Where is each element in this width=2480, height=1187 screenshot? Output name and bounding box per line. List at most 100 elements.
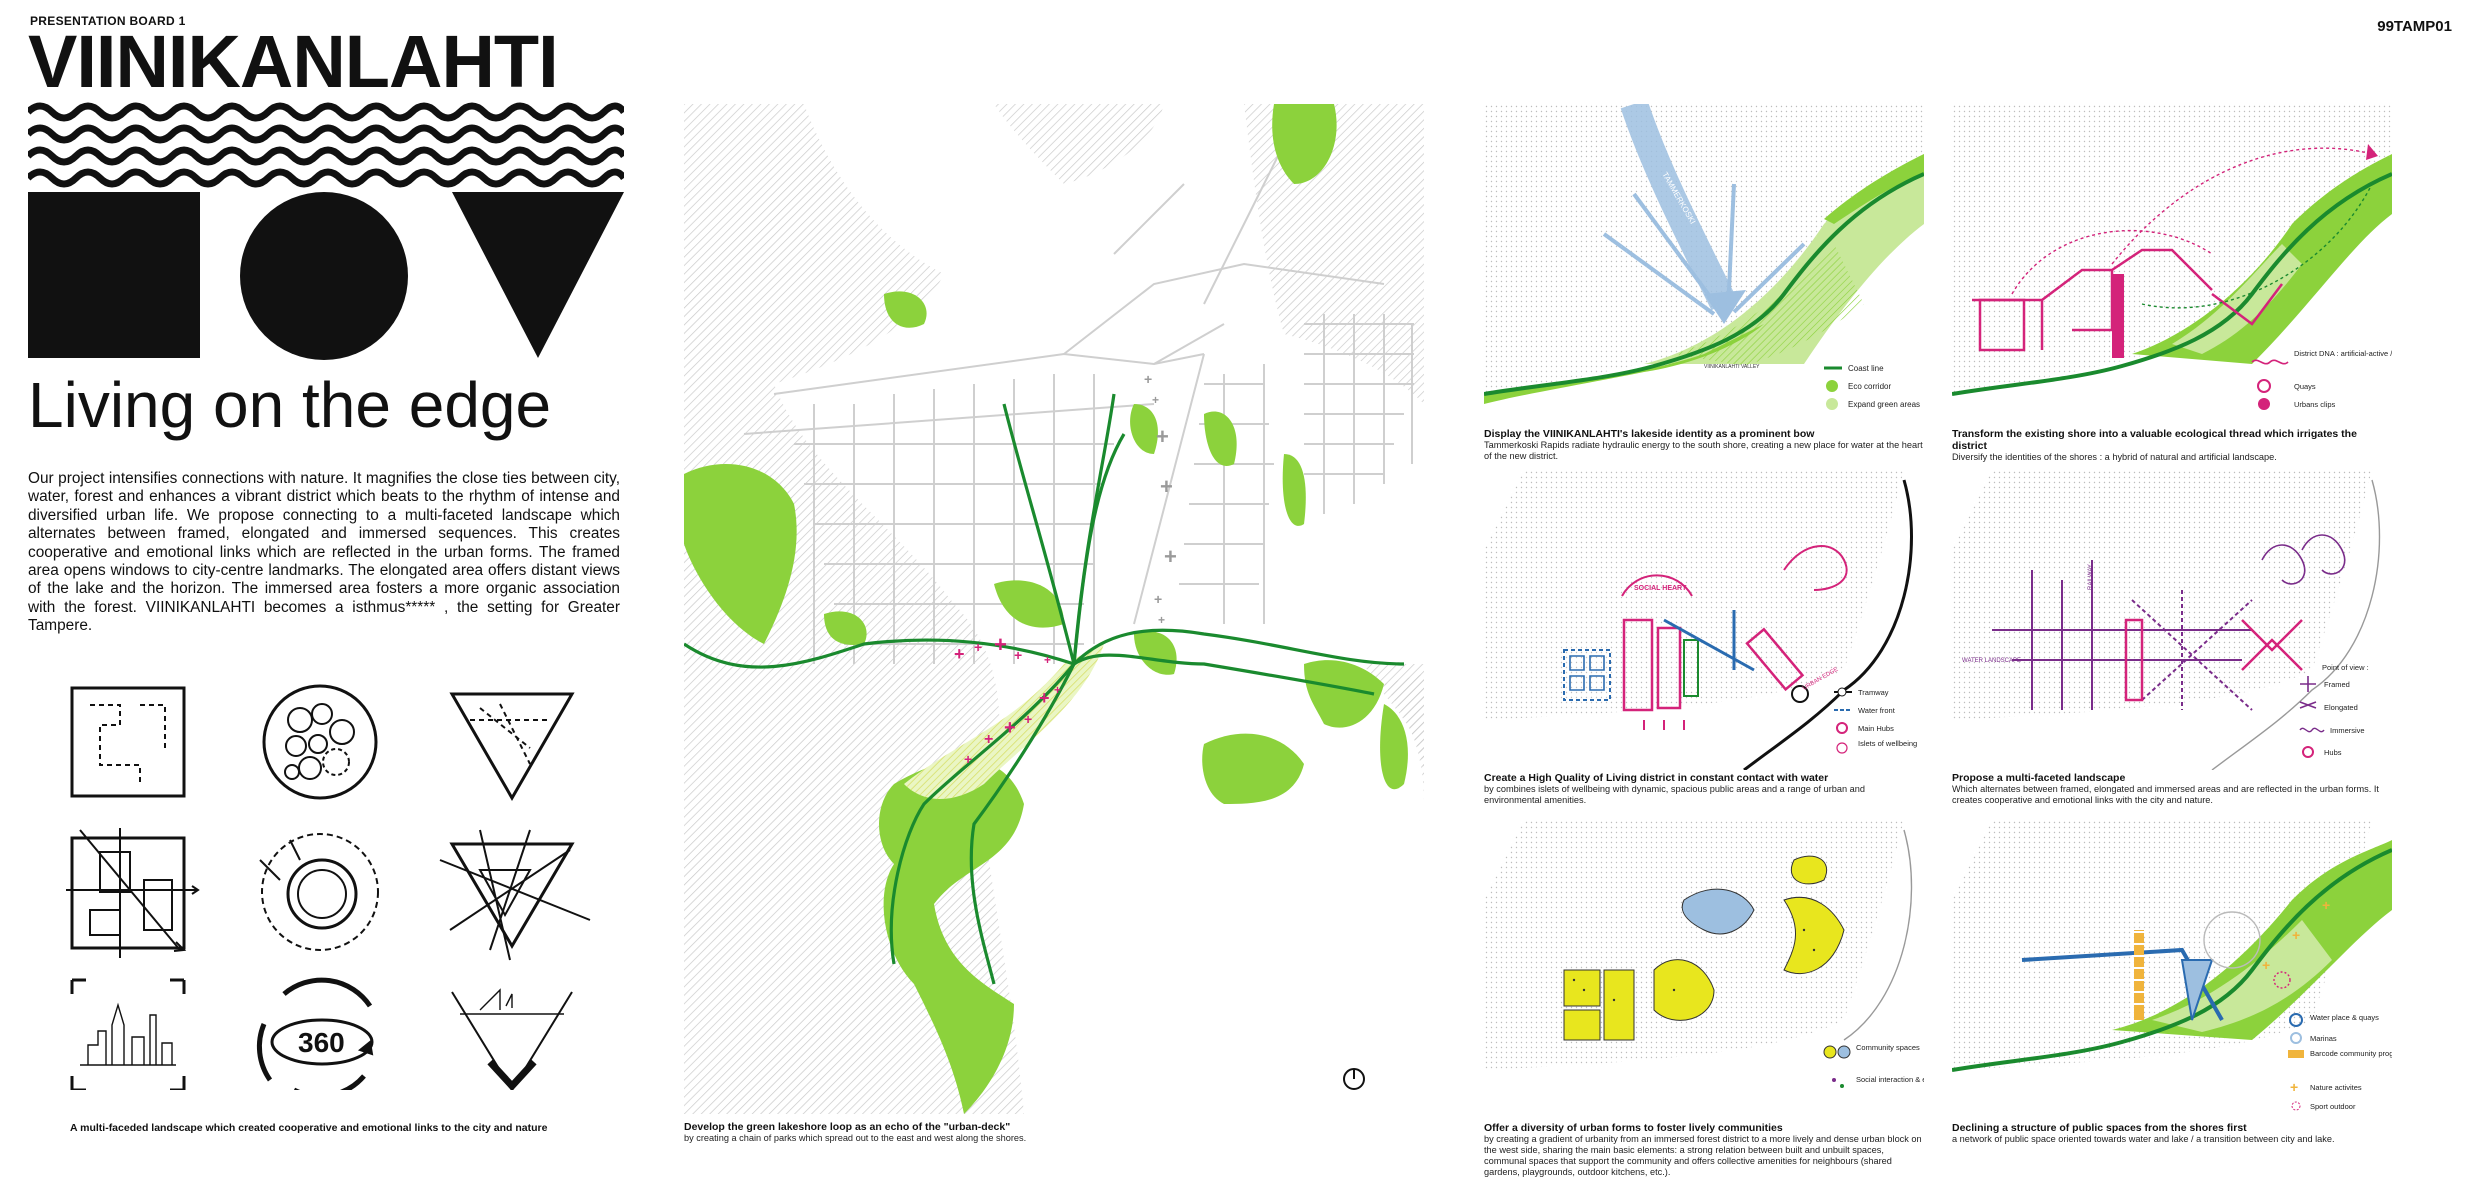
svg-text:+: +: [2290, 1079, 2298, 1095]
panel-3-caption: Create a High Quality of Living district…: [1484, 772, 1924, 806]
p4-title: Propose a multi-faceted landscape: [1952, 772, 2126, 784]
p2-text: Diversify the identities of the shores :…: [1952, 452, 2277, 462]
p6-legend-1: Water place & quays: [2310, 1013, 2379, 1022]
svg-text:+: +: [1014, 647, 1022, 663]
icon-360-label: 360: [298, 1027, 345, 1058]
panel-2-diagram: District DNA : artificial-active / natur…: [1952, 104, 2392, 410]
p3-map-label-1: SOCIAL HEART: [1634, 585, 1687, 592]
p4-text: Which alternates between framed, elongat…: [1952, 784, 2379, 805]
p1-text: Tammerkoski Rapids radiate hydraulic ene…: [1484, 440, 1923, 461]
panel-4-caption: Propose a multi-faceted landscape Which …: [1952, 772, 2392, 806]
p6-legend: Water place & quays Marinas Barcode comm…: [2288, 1013, 2392, 1111]
wave-line: [28, 124, 624, 144]
master-map: ++ ++ + ++ ++ ++ ++ ++ ++ +: [684, 104, 1424, 1114]
p4-legend: Point of view : Framed Elongated Immersi…: [2299, 663, 2369, 758]
svg-text:+: +: [1054, 683, 1061, 697]
p1-legend-3: Expand green areas: [1848, 400, 1920, 409]
p1-legend-1: Coast line: [1848, 364, 1884, 373]
elongated-arrows-icon: [439, 829, 591, 961]
p4-legend-title: Point of view :: [2322, 663, 2369, 672]
panel-2-caption: Transform the existing shore into a valu…: [1952, 428, 2392, 463]
p5-legend: Community spaces Social interaction & ec…: [1823, 1043, 1924, 1088]
svg-text:+: +: [1156, 424, 1169, 449]
p3-legend-2: Water front: [1858, 706, 1896, 715]
rotation-360-icon: [256, 977, 374, 1090]
map-caption-text: by creating a chain of parks which sprea…: [684, 1133, 1027, 1143]
board-code: 99TAMP01: [2377, 18, 2452, 35]
p4-legend-4: Hubs: [2324, 748, 2342, 757]
logo-graphic: [28, 102, 624, 360]
map-caption-title: Develop the green lakeshore loop as an e…: [684, 1121, 1011, 1133]
svg-text:+: +: [994, 632, 1007, 657]
p4-legend-2: Elongated: [2324, 703, 2358, 712]
p6-legend-4: Nature activites: [2310, 1083, 2362, 1092]
wave-line: [28, 102, 624, 122]
p5-legend-2: Social interaction & ecological value: [1856, 1075, 1924, 1084]
p2-legend-2: Quays: [2294, 382, 2316, 391]
grey-plus-markers: ++ ++ ++ +: [1144, 371, 1177, 627]
intro-text: Our project intensifies connections with…: [28, 470, 620, 635]
p4-map-label-1: WATER LANDSCAPE: [1962, 658, 2021, 664]
p3-text: by combines islets of wellbeing with dyn…: [1484, 784, 1865, 805]
immersed-circle-icon: [262, 684, 378, 800]
p2-legend: District DNA : artificial-active / natur…: [2251, 349, 2392, 410]
tagline: Living on the edge: [28, 369, 552, 441]
map-caption: Develop the green lakeshore loop as an e…: [684, 1121, 1404, 1144]
p1-title: Display the VIINIKANLAHTI's lakeside ide…: [1484, 428, 1815, 440]
p4-legend-1: Framed: [2324, 680, 2350, 689]
plus-markers: ++ ++ + ++ ++ ++: [954, 632, 1061, 767]
square-shape: [28, 192, 200, 358]
icons-caption: A multi-faceded landscape which created …: [70, 1122, 548, 1134]
svg-text:+: +: [984, 731, 993, 748]
green-loop: [684, 393, 1405, 985]
p3-legend: Tramway Water front Main Hubs Islets of …: [1834, 687, 1917, 754]
elongated-triangle-icon: [449, 692, 575, 802]
svg-text:+: +: [1158, 613, 1165, 627]
svg-text:+: +: [954, 644, 965, 664]
p1-legend-2: Eco corridor: [1848, 382, 1891, 391]
svg-text:+: +: [1039, 688, 1050, 708]
panel-4-diagram: WATER LANDSCAPE RAILWAY Point of view : …: [1952, 470, 2381, 770]
p1-shore-label: VIINIKANLAHTI VALLEY: [1704, 364, 1760, 370]
wave-line: [28, 168, 624, 188]
svg-text:+: +: [2322, 897, 2330, 913]
p3-legend-1: Tramway: [1858, 688, 1889, 697]
circle-shape: [240, 192, 408, 360]
p5-dots: [1572, 928, 1816, 1002]
svg-text:+: +: [1144, 371, 1152, 387]
wave-line: [28, 146, 624, 166]
p5-text: by creating a gradient of urbanity from …: [1484, 1134, 1922, 1177]
p5-legend-1: Community spaces: [1856, 1043, 1920, 1052]
elongated-boat-icon: [451, 988, 573, 1090]
svg-text:+: +: [1024, 711, 1032, 727]
svg-text:+: +: [1004, 717, 1016, 739]
triangle-shape: [452, 192, 624, 358]
north-arrow-icon: [1343, 1068, 1365, 1090]
p5-title: Offer a diversity of urban forms to fost…: [1484, 1122, 1783, 1134]
p6-text: a network of public space oriented towar…: [1952, 1134, 2335, 1144]
svg-text:+: +: [1044, 653, 1051, 667]
p4-map-label-2: RAILWAY: [2088, 564, 2094, 590]
panel-3-diagram: SOCIAL HEART URBAN EDGE Tramway Water fr…: [1484, 470, 1917, 770]
framed-skyline-icon: [70, 978, 186, 1090]
svg-text:+: +: [1164, 544, 1177, 569]
board-label: PRESENTATION BOARD 1: [30, 14, 186, 28]
p2-legend-1: District DNA : artificial-active / natur…: [2294, 349, 2392, 358]
framed-arrows-icon: [66, 828, 200, 958]
p1-legend: Coast line Eco corridor Expand green are…: [1824, 364, 1920, 410]
svg-text:+: +: [2262, 957, 2270, 973]
immersed-rings-icon: [259, 833, 379, 951]
panel-6-diagram: + + + Water place & quays Marinas Barcode …: [1952, 820, 2392, 1111]
p3-legend-3: Main Hubs: [1858, 724, 1894, 733]
p6-legend-5: Sport outdoor: [2310, 1102, 2356, 1111]
panel-1-diagram: TAMMERKOSKI VIINIKANLAHTI VALLEY Coast l…: [1484, 104, 1924, 410]
svg-text:+: +: [964, 751, 972, 767]
page-title: VIINIKANLAHTI: [28, 20, 559, 103]
street-grid: [743, 143, 1414, 664]
svg-text:+: +: [2292, 927, 2300, 943]
panel-5-diagram: Community spaces Social interaction & ec…: [1484, 820, 1924, 1088]
p6-plus-markers: + + +: [2262, 897, 2330, 973]
svg-text:+: +: [1160, 474, 1173, 499]
p6-legend-2: Marinas: [2310, 1034, 2337, 1043]
panel-1-caption: Display the VIINIKANLAHTI's lakeside ide…: [1484, 428, 1924, 462]
